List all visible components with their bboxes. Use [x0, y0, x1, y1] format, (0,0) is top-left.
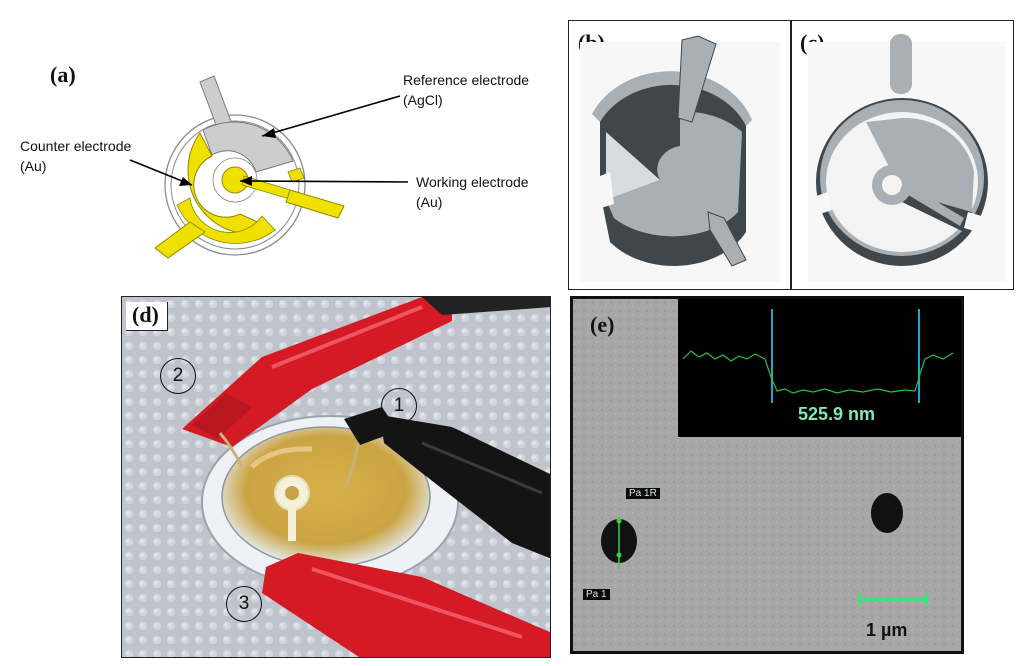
holder-floor — [606, 111, 742, 237]
scale-bar-line — [858, 598, 928, 601]
marker-2: 2 — [160, 358, 196, 394]
electrode-schematic — [129, 75, 409, 259]
electrode-trace-print — [288, 507, 296, 541]
red-clip-bottom-highlight — [311, 567, 523, 639]
holder-top-tab — [890, 34, 912, 94]
black-clip-body — [380, 415, 550, 559]
marker-1: 1 — [381, 388, 417, 424]
holder-gap-right — [964, 212, 988, 234]
red-clip-top-highlight — [271, 305, 423, 369]
black-clip-highlight — [421, 441, 543, 495]
holder-floor — [866, 117, 974, 212]
electrode-holder-3d-c — [808, 34, 1006, 282]
sem-micrograph — [573, 299, 961, 651]
pore-right — [871, 493, 903, 533]
counter-electrode-name: Counter electrode — [20, 138, 132, 154]
scale-bar-label: 1 µm — [866, 620, 908, 640]
photo-electrochemical-cell — [122, 297, 550, 657]
holder-slot — [590, 172, 614, 210]
scale-bar-tick-right — [925, 593, 928, 606]
reference-arrow — [261, 95, 401, 137]
counter-tab — [154, 221, 206, 259]
dish-reflection — [250, 446, 313, 469]
black-cable-top — [422, 297, 550, 315]
holder-rim — [592, 71, 752, 126]
working-electrode-name: Working electrode — [416, 174, 529, 190]
panel-e-frame — [570, 296, 964, 654]
panel-bc-divider — [790, 20, 792, 290]
red-clip-top-jaw — [192, 393, 252, 439]
working-electrode-caption: Working electrode (Au) — [416, 172, 529, 212]
reference-electrode-caption: Reference electrode (AgCl) — [403, 70, 529, 110]
panel-d-label: (d) — [126, 302, 168, 331]
electrode-holder-3d-b — [580, 35, 780, 282]
profile-line — [682, 350, 954, 394]
connector-notch — [287, 167, 305, 183]
counter-arrowhead — [179, 177, 192, 186]
holder-top-tab — [677, 35, 717, 123]
reference-arrowhead — [262, 128, 276, 138]
panel-e-label: (e) — [590, 312, 615, 337]
working-electrode-material: (Au) — [416, 194, 443, 210]
working-electrode-trace — [900, 182, 964, 226]
panel-d-frame — [121, 296, 551, 658]
scale-bar — [858, 593, 928, 606]
red-clip-bottom-body — [262, 553, 550, 657]
counter-electrode-caption: Counter electrode (Au) — [20, 136, 131, 176]
profile-inset — [678, 299, 961, 437]
panel-a-label: (a) — [50, 62, 76, 87]
measure-tag-top: Pa 1R — [626, 488, 660, 499]
measure-tag-bottom: Pa 1 — [583, 589, 610, 600]
holder-floor-shadow — [606, 132, 660, 200]
holder-gap-left — [810, 192, 832, 216]
lead-wire-right — [344, 442, 360, 488]
working-arrow — [239, 180, 409, 183]
measurement-value: 525.9 nm — [798, 404, 876, 424]
marker-3: 3 — [226, 586, 262, 622]
measure-point-top — [616, 518, 622, 524]
scale-bar-tick-left — [858, 593, 861, 606]
working-electrode-hole — [882, 175, 902, 195]
holder-bottom-tab — [707, 211, 747, 267]
reference-electrode-name: Reference electrode — [403, 72, 530, 88]
lead-wire-left — [218, 432, 244, 468]
counter-electrode-material: (Au) — [20, 158, 47, 174]
measure-point-mid — [616, 552, 622, 558]
electrode-center-print — [285, 486, 299, 500]
reference-electrode-material: (AgCl) — [403, 92, 443, 108]
working-arrowhead — [240, 176, 252, 186]
red-clip-top-body — [182, 297, 452, 447]
working-tab — [285, 189, 345, 219]
